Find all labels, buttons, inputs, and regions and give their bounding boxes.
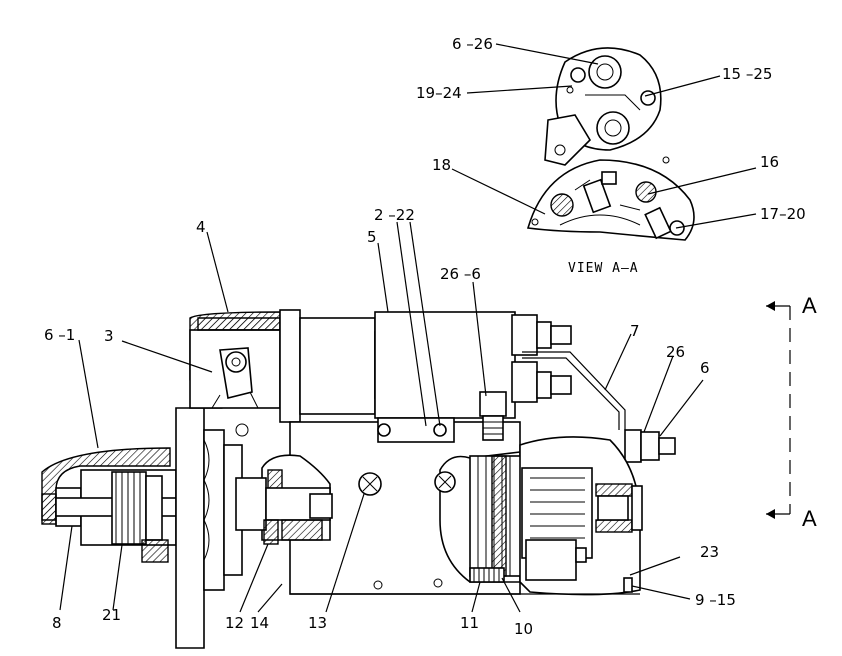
callout-4: 4: [196, 218, 206, 236]
callout-14: 14: [250, 614, 269, 632]
callout-3: 3: [104, 327, 114, 345]
callout-5: 5: [367, 228, 377, 246]
callout-21: 21: [102, 606, 121, 624]
callout-18: 18: [432, 156, 451, 174]
callout-8: 8: [52, 614, 62, 632]
leader-lines: [59, 43, 757, 613]
callout-13: 13: [308, 614, 327, 632]
callout-26: 26: [666, 343, 685, 361]
section-indicator: A A: [766, 293, 817, 531]
callout-6: 6: [700, 359, 710, 377]
callout-23: 23: [700, 543, 719, 561]
callout-labels: 6 –26 19–24 15 –25 18 16 17–20 4 2 –22 5…: [44, 35, 806, 638]
view-a-a-drawing: [526, 47, 695, 241]
callout-11: 11: [460, 614, 479, 632]
callout-15-25: 15 –25: [722, 65, 772, 83]
callout-26-6: 26 –6: [440, 265, 481, 283]
callout-10: 10: [514, 620, 533, 638]
section-letter-top: A: [802, 293, 817, 318]
callout-12: 12: [225, 614, 244, 632]
callout-6-1: 6 –1: [44, 326, 75, 344]
section-letter-bottom: A: [802, 506, 817, 531]
callout-7: 7: [630, 322, 640, 340]
callout-9-15: 9 –15: [695, 591, 736, 609]
callout-6-26: 6 –26: [452, 35, 493, 53]
main-assembly-drawing: [41, 309, 676, 649]
callout-2-22: 2 –22: [374, 206, 415, 224]
callout-16: 16: [760, 153, 779, 171]
callout-19-24: 19–24: [416, 84, 462, 102]
callout-17-20: 17–20: [760, 205, 806, 223]
view-caption: VIEW A–A: [568, 261, 639, 276]
